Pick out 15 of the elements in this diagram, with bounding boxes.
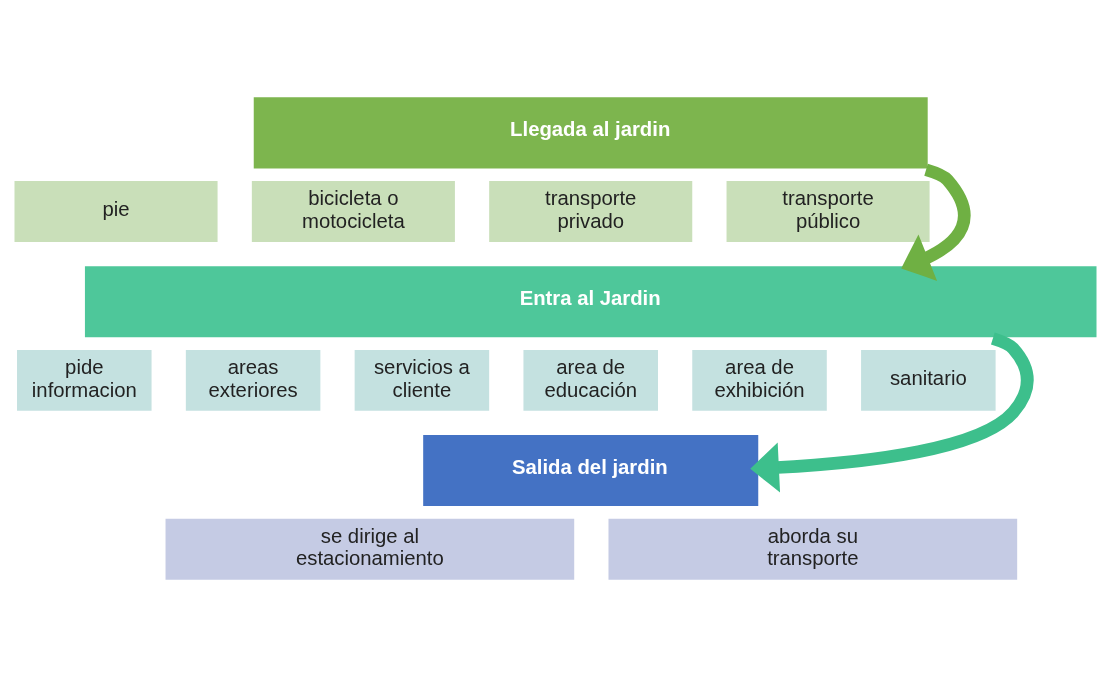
node-box: se dirige al estacionamiento bbox=[163, 516, 577, 583]
node-box: bicicleta o motocicleta bbox=[249, 178, 458, 245]
node-box: area de exhibición bbox=[689, 347, 830, 414]
node-box: Entra al Jardin bbox=[82, 263, 1100, 340]
node-box: pide informacion bbox=[14, 347, 155, 414]
node-box: transporte público bbox=[724, 178, 933, 245]
node-box: transporte privado bbox=[486, 178, 695, 245]
node-box: Salida del jardin bbox=[420, 432, 761, 509]
node-box: sanitario bbox=[858, 347, 999, 414]
node-box: aborda su transporte bbox=[605, 516, 1020, 583]
node-box: servicios a cliente bbox=[352, 347, 492, 414]
node-box: pie bbox=[11, 178, 221, 245]
node-box: area de educación bbox=[520, 347, 661, 414]
node-box: areas exteriores bbox=[183, 347, 323, 414]
node-box: Llegada al jardin bbox=[251, 94, 931, 171]
